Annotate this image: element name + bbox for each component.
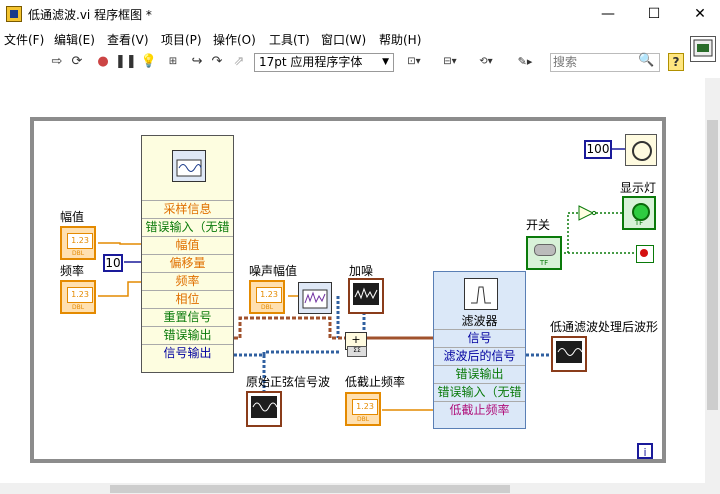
switch-tag: TF bbox=[539, 259, 549, 267]
window-title: 低通滤波.vi 程序框图 * bbox=[28, 8, 152, 22]
noise-amp-label: 噪声幅值 bbox=[249, 264, 298, 278]
dbl-tag: DBL bbox=[356, 416, 370, 423]
sim-row-frequency[interactable]: 频率 bbox=[142, 272, 233, 290]
not-function[interactable] bbox=[578, 205, 597, 221]
add-noise-graph-terminal[interactable] bbox=[348, 278, 384, 314]
menu-window[interactable]: 窗口(W) bbox=[321, 33, 367, 47]
labview-app-icon bbox=[6, 6, 22, 22]
wait-function[interactable] bbox=[625, 134, 657, 166]
switch-icon bbox=[534, 244, 556, 256]
retain-wire-values-icon[interactable]: ⊞ bbox=[168, 56, 178, 67]
add-function-type-icon: ΣΣ bbox=[347, 346, 367, 357]
dbl-value: 1.23 bbox=[67, 287, 93, 303]
menu-file[interactable]: 文件(F) bbox=[4, 33, 45, 47]
simulate-signal-vi[interactable]: 采样信息 错误输入（无错 幅值 偏移量 频率 相位 重置信号 错误输出 信号输出 bbox=[141, 135, 234, 373]
noise-amp-terminal[interactable]: 1.23 DBL bbox=[249, 280, 285, 314]
filter-row-error-in[interactable]: 错误输入（无错 bbox=[434, 383, 525, 401]
menu-tools[interactable]: 工具(T) bbox=[269, 33, 310, 47]
vertical-scroll-thumb[interactable] bbox=[707, 120, 718, 410]
run-arrow-icon[interactable]: ⇨ bbox=[51, 54, 63, 69]
sim-row-error-out[interactable]: 错误输出 bbox=[142, 326, 233, 344]
dbl-value: 1.23 bbox=[67, 233, 93, 249]
menu-project[interactable]: 项目(P) bbox=[161, 33, 202, 47]
close-button[interactable]: ✕ bbox=[694, 6, 706, 22]
led-tag: TF bbox=[634, 219, 644, 227]
reorder-icon[interactable]: ⟲▾ bbox=[479, 56, 493, 67]
sim-row-amplitude[interactable]: 幅值 bbox=[142, 236, 233, 254]
cutoff-label: 低截止频率 bbox=[345, 375, 406, 389]
horizontal-scroll-thumb[interactable] bbox=[110, 485, 510, 493]
while-loop[interactable] bbox=[30, 117, 666, 463]
minimize-button[interactable]: — bbox=[601, 6, 615, 22]
vi-icon[interactable] bbox=[690, 36, 716, 62]
filter-row-filtered[interactable]: 滤波后的信号 bbox=[434, 347, 525, 365]
iteration-terminal[interactable]: i bbox=[637, 443, 653, 459]
sim-row-offset[interactable]: 偏移量 bbox=[142, 254, 233, 272]
led-icon bbox=[632, 203, 650, 221]
step-over-icon[interactable]: ↷ bbox=[211, 54, 223, 69]
cleanup-diagram-icon[interactable]: ✎▸ bbox=[517, 55, 533, 68]
abort-icon[interactable]: ● bbox=[97, 54, 109, 69]
distribute-objects-icon[interactable]: ⊟▾ bbox=[443, 56, 457, 67]
frequency-label: 频率 bbox=[60, 264, 85, 278]
filter-icon bbox=[464, 278, 498, 310]
sim-row-phase[interactable]: 相位 bbox=[142, 290, 233, 308]
wait-constant[interactable]: 100 bbox=[584, 140, 612, 159]
raw-sine-graph-terminal[interactable] bbox=[246, 391, 282, 427]
dbl-tag: DBL bbox=[71, 250, 85, 257]
filter-row-signal[interactable]: 信号 bbox=[434, 329, 525, 347]
stop-icon bbox=[640, 249, 648, 257]
filter-vi[interactable]: 滤波器 信号 滤波后的信号 错误输出 错误输入（无错 低截止频率 bbox=[433, 271, 526, 429]
led-terminal[interactable]: TF bbox=[622, 196, 656, 230]
frequency-terminal[interactable]: 1.23 DBL bbox=[60, 280, 96, 314]
context-help-icon[interactable]: ? bbox=[668, 53, 684, 71]
pause-icon[interactable]: ❚❚ bbox=[115, 54, 137, 69]
switch-label: 开关 bbox=[526, 218, 551, 232]
raw-sine-label: 原始正弦信号波 bbox=[246, 375, 331, 389]
maximize-button[interactable]: ☐ bbox=[647, 6, 661, 22]
filter-row-cutoff[interactable]: 低截止频率 bbox=[434, 401, 525, 419]
add-noise-label: 加噪 bbox=[349, 264, 374, 278]
step-into-icon[interactable]: ↪ bbox=[191, 54, 203, 69]
stop-condition[interactable] bbox=[636, 245, 654, 263]
align-objects-icon[interactable]: ⊡▾ bbox=[407, 56, 421, 67]
dbl-tag: DBL bbox=[260, 304, 274, 311]
cutoff-terminal[interactable]: 1.23 DBL bbox=[345, 392, 381, 426]
font-select[interactable]: 17pt 应用程序字体▼ bbox=[254, 53, 394, 72]
clock-icon bbox=[632, 141, 652, 161]
amplitude-label: 幅值 bbox=[60, 210, 85, 224]
dbl-value: 1.23 bbox=[352, 399, 378, 415]
run-continuously-icon[interactable]: ⟳ bbox=[71, 54, 83, 69]
led-label: 显示灯 bbox=[620, 181, 657, 195]
sim-row-reset[interactable]: 重置信号 bbox=[142, 308, 233, 326]
search-icon[interactable]: 🔍 bbox=[638, 53, 655, 68]
menu-operate[interactable]: 操作(O) bbox=[213, 33, 256, 47]
sim-row-signal-out[interactable]: 信号输出 bbox=[142, 344, 233, 362]
sim-row-sampling[interactable]: 采样信息 bbox=[142, 200, 233, 218]
noise-generator-vi[interactable] bbox=[298, 282, 332, 314]
filtered-graph-terminal[interactable] bbox=[551, 336, 587, 372]
sine-wave-icon bbox=[172, 150, 206, 182]
title-bar bbox=[0, 0, 720, 28]
filtered-label: 低通滤波处理后波形 bbox=[550, 320, 659, 334]
sim-row-error-in[interactable]: 错误输入（无错 bbox=[142, 218, 233, 236]
step-out-icon[interactable]: ⇗ bbox=[233, 54, 245, 69]
menu-view[interactable]: 查看(V) bbox=[107, 33, 149, 47]
dbl-value: 1.23 bbox=[256, 287, 282, 303]
highlight-execution-icon[interactable]: 💡 bbox=[140, 54, 158, 69]
search-input[interactable]: 搜索 bbox=[550, 53, 660, 72]
offset-constant[interactable]: 10 bbox=[103, 254, 123, 272]
switch-terminal[interactable]: TF bbox=[526, 236, 562, 270]
dbl-tag: DBL bbox=[71, 304, 85, 311]
amplitude-terminal[interactable]: 1.23 DBL bbox=[60, 226, 96, 260]
filter-row-error-out[interactable]: 错误输出 bbox=[434, 365, 525, 383]
menu-edit[interactable]: 编辑(E) bbox=[54, 33, 95, 47]
menu-help[interactable]: 帮助(H) bbox=[379, 33, 422, 47]
filter-title: 滤波器 bbox=[461, 314, 498, 328]
